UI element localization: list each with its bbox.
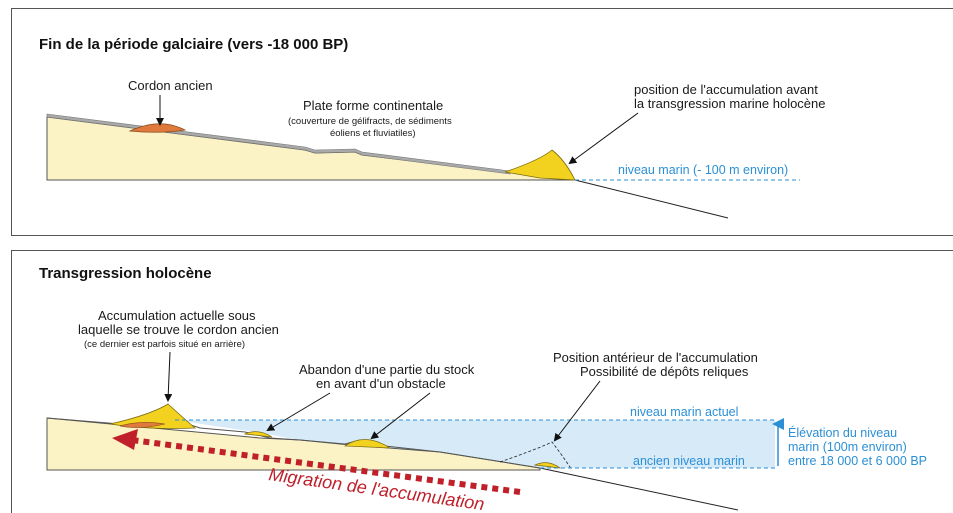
current-accum-label-2: laquelle se trouve le cordon ancien <box>78 322 279 337</box>
abandon-leader-1 <box>266 392 331 432</box>
panel1-title: Fin de la période galciaire (vers -18 00… <box>39 36 348 53</box>
previous-position-leader <box>553 380 601 442</box>
low-sea-level-label: niveau marin (- 100 m environ) <box>618 163 788 177</box>
position-label-2: la transgression marine holocène <box>634 96 826 111</box>
old-bar-shape <box>128 123 187 133</box>
abandon-leader-2 <box>370 392 431 440</box>
abandoned-stock-2 <box>343 439 392 449</box>
old-sea-level-label: ancien niveau marin <box>633 454 745 468</box>
old-bar-label: Cordon ancien <box>128 78 213 93</box>
current-accumulation <box>109 403 197 429</box>
previous-position-outline <box>499 441 573 471</box>
buried-old-bar <box>119 422 166 428</box>
holocene-transgression-panel <box>11 250 953 513</box>
abandoned-stock-1 <box>243 431 273 438</box>
pre-transgression-accumulation <box>504 149 576 181</box>
relict-deposit <box>533 462 562 469</box>
platform-note-1: (couverture de gélifracts, de sédiments <box>288 116 452 127</box>
previous-position-label-1: Position antérieur de l'accumulation <box>553 350 758 365</box>
current-accum-note: (ce dernier est parfois situé en arrière… <box>84 339 245 350</box>
platform-note-2: éoliens et fluviatiles) <box>330 128 416 139</box>
elevation-label-1: Élévation du niveau <box>788 425 897 440</box>
slope-line-2 <box>539 467 739 511</box>
migration-arrowhead <box>112 429 138 450</box>
position-leader <box>568 112 639 165</box>
platform-label: Plate forme continentale <box>303 98 443 113</box>
panel2-title: Transgression holocène <box>39 265 212 282</box>
current-sea-level-label: niveau marin actuel <box>630 405 738 419</box>
previous-position-label-2: Possibilité de dépôts reliques <box>580 364 749 379</box>
slope-line-1 <box>574 179 729 219</box>
glacial-period-panel <box>11 8 953 236</box>
abandon-label-2: en avant d'un obstacle <box>316 376 446 391</box>
position-label-1: position de l'accumulation avant <box>634 82 818 97</box>
current-accum-label-1: Accumulation actuelle sous <box>98 308 256 323</box>
sea-water <box>175 420 775 468</box>
elevation-label-3: entre 18 000 et 6 000 BP <box>788 454 927 468</box>
abandon-label-1: Abandon d'une partie du stock <box>299 362 475 377</box>
current-accum-leader <box>164 351 173 402</box>
elevation-label-2: marin (100m environ) <box>788 440 907 454</box>
